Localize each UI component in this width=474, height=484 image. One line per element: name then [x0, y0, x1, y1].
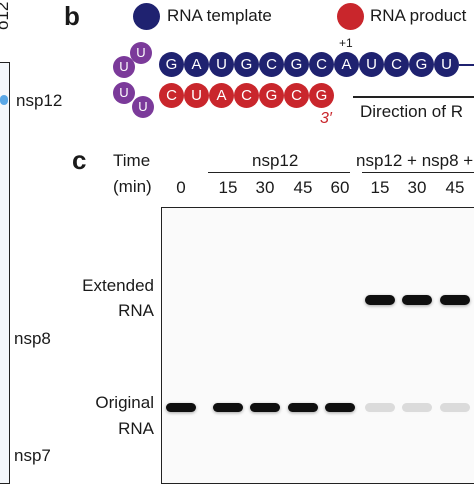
product-nt-4: C — [234, 83, 259, 108]
original-label-line2: RNA — [118, 419, 154, 438]
original-label-line1: Original — [95, 393, 154, 412]
band-original-lane-5 — [325, 402, 355, 412]
template-nt-5: C — [259, 52, 284, 77]
band-original-lane-6 — [365, 402, 395, 412]
time-label: Time — [113, 151, 151, 170]
legend-product-dot — [337, 3, 364, 30]
product-nt-3: A — [209, 83, 234, 108]
panel-a-label-nsp7: nsp7 — [14, 446, 51, 465]
band-original-lane-8 — [440, 402, 470, 412]
template-nt-9: U — [359, 52, 384, 77]
template-nt-2: A — [184, 52, 209, 77]
template-nt-12: U — [434, 52, 459, 77]
extended-label-line1: Extended — [82, 276, 154, 295]
rna-diagram: U U U U G A U G C G C A U C G U +1 C U A… — [0, 0, 474, 130]
lane-label-2: 15 — [218, 178, 238, 197]
group-nsp12-nsp8-line — [362, 172, 474, 174]
template-nt-1: G — [159, 52, 184, 77]
loop-u-2: U — [113, 56, 135, 78]
lane-label-3: 30 — [255, 178, 275, 197]
product-nt-2: U — [184, 83, 209, 108]
template-nt-6: G — [284, 52, 309, 77]
lane-label-6: 15 — [370, 178, 390, 197]
template-nt-11: G — [409, 52, 434, 77]
lane-label-5: 60 — [330, 178, 350, 197]
group-nsp12-line — [208, 172, 350, 174]
lane-label-7: 30 — [407, 178, 427, 197]
loop-u-3: U — [113, 82, 135, 104]
template-nt-8: A — [334, 52, 359, 77]
band-original-lane-7 — [402, 402, 432, 412]
group-nsp12-nsp8-label: nsp12 + nsp8 + — [356, 151, 474, 170]
band-extended-lane-8 — [440, 295, 470, 305]
three-prime-label: 3′ — [320, 110, 332, 127]
band-original-lane-1 — [166, 402, 196, 412]
product-nt-6: C — [284, 83, 309, 108]
group-nsp12-label: nsp12 — [252, 151, 299, 170]
panel-a-fragment: o12 nsp12 nsp8 nsp7 — [0, 0, 63, 484]
panel-a-label-nsp12: nsp12 — [16, 91, 63, 110]
panel-a-label-nsp8: nsp8 — [14, 329, 51, 348]
band-extended-lane-6 — [365, 295, 395, 305]
product-nt-1: C — [159, 83, 184, 108]
extended-label-line2: RNA — [118, 301, 154, 320]
product-nt-7: G — [309, 83, 334, 108]
template-line — [459, 64, 474, 66]
legend-template-label: RNA template — [167, 6, 272, 25]
lane-label-4: 45 — [293, 178, 313, 197]
template-nt-3: U — [209, 52, 234, 77]
template-nt-4: G — [234, 52, 259, 77]
gel-panel-c — [161, 207, 474, 484]
legend-template-dot — [133, 3, 160, 30]
direction-arrow-line — [353, 96, 474, 98]
legend-product-label: RNA product — [370, 6, 467, 25]
unit-label: (min) — [113, 177, 152, 196]
band-extended-lane-7 — [402, 295, 432, 305]
product-nt-5: G — [259, 83, 284, 108]
template-nt-7: C — [309, 52, 334, 77]
band-original-lane-4 — [288, 402, 318, 412]
panel-c-letter: c — [72, 145, 87, 175]
band-original-lane-2 — [213, 402, 243, 412]
template-nt-10: C — [384, 52, 409, 77]
loop-u-4: U — [132, 96, 154, 118]
panel-a-band — [0, 95, 8, 105]
panel-b-letter: b — [64, 1, 80, 31]
lane-label-1: 0 — [176, 178, 186, 197]
lane-label-8: 45 — [445, 178, 465, 197]
plus-one-label: +1 — [339, 36, 353, 50]
band-original-lane-3 — [250, 402, 280, 412]
direction-label: Direction of R — [360, 102, 463, 121]
